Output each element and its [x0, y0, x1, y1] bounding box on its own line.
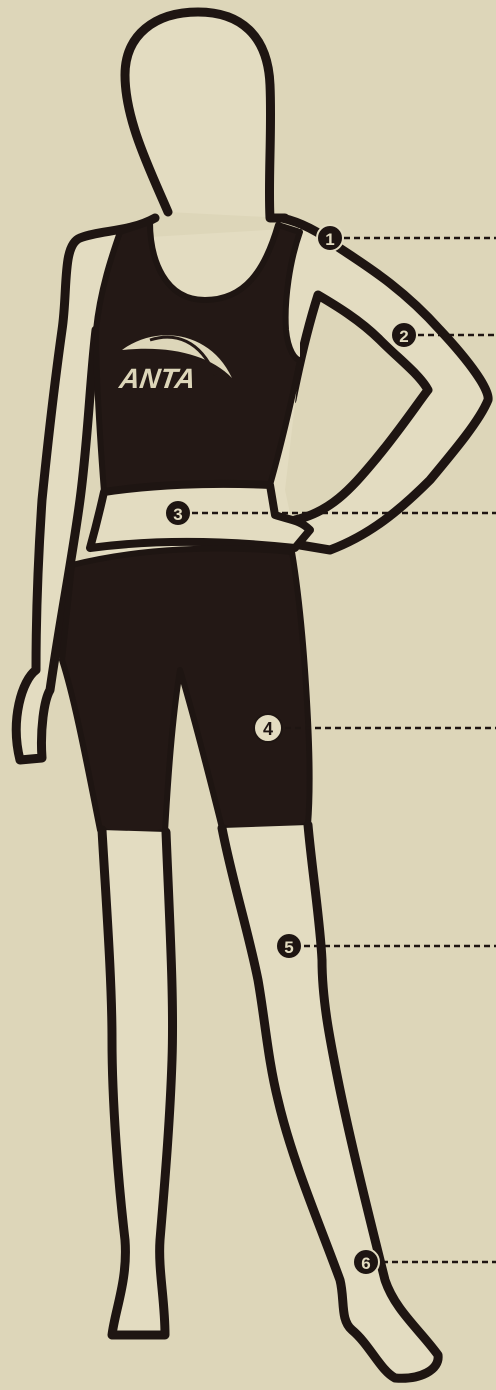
left-leg-outline	[102, 830, 173, 1335]
marker-3: 3	[165, 500, 191, 526]
marker-3-label: 3	[173, 505, 182, 524]
marker-2: 2	[391, 322, 417, 348]
marker-4: 4	[254, 714, 282, 742]
marker-4-label: 4	[263, 719, 273, 739]
right-leg-outline	[222, 825, 438, 1378]
marker-6-label: 6	[361, 1254, 370, 1273]
right-arm-outline	[282, 218, 488, 550]
marker-2-label: 2	[399, 327, 408, 346]
marker-1: 1	[317, 225, 343, 251]
marker-6: 6	[353, 1249, 379, 1275]
marker-5-label: 5	[284, 938, 293, 957]
marker-1-label: 1	[325, 230, 334, 249]
marker-5: 5	[276, 933, 302, 959]
shorts	[62, 548, 310, 834]
head-outline	[125, 12, 285, 218]
logo-text: ANTA	[117, 363, 198, 394]
